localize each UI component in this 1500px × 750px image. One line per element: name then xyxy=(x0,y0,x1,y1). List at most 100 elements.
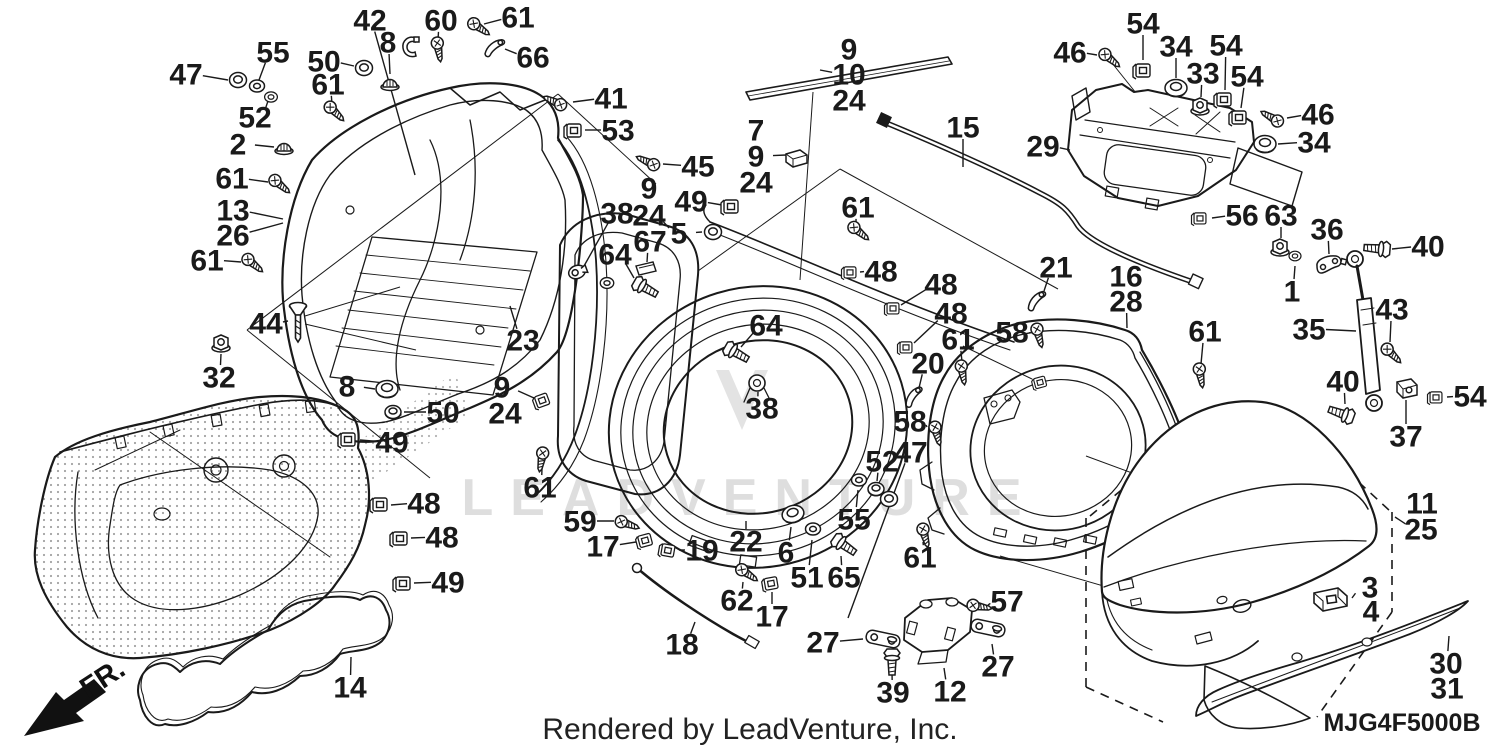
callout-13[interactable]: 13 xyxy=(216,195,249,228)
callout-49[interactable]: 49 xyxy=(375,427,408,460)
callout-26[interactable]: 26 xyxy=(216,220,249,253)
callout-53[interactable]: 53 xyxy=(601,115,634,148)
callout-64[interactable]: 64 xyxy=(749,310,783,343)
callout-43[interactable]: 43 xyxy=(1375,294,1408,327)
callout-34[interactable]: 34 xyxy=(1297,127,1331,160)
callout-55[interactable]: 55 xyxy=(837,504,870,537)
callout-18[interactable]: 18 xyxy=(665,629,698,662)
callout-17[interactable]: 17 xyxy=(755,601,788,634)
callout-5[interactable]: 5 xyxy=(671,218,688,251)
callout-57[interactable]: 57 xyxy=(990,586,1023,619)
callout-24[interactable]: 24 xyxy=(632,200,666,233)
callout-45[interactable]: 45 xyxy=(681,151,714,184)
callout-64[interactable]: 64 xyxy=(598,239,632,272)
callout-58[interactable]: 58 xyxy=(893,406,926,439)
callout-41[interactable]: 41 xyxy=(594,83,627,116)
callout-54[interactable]: 54 xyxy=(1230,61,1264,94)
callout-56[interactable]: 56 xyxy=(1225,200,1258,233)
callout-11[interactable]: 11 xyxy=(1406,488,1438,521)
callout-49[interactable]: 49 xyxy=(431,567,464,600)
callout-38[interactable]: 38 xyxy=(600,198,633,231)
callout-46[interactable]: 46 xyxy=(1301,99,1334,132)
callout-54[interactable]: 54 xyxy=(1209,30,1243,63)
callout-61[interactable]: 61 xyxy=(523,472,556,505)
callout-52[interactable]: 52 xyxy=(865,446,898,479)
callout-51[interactable]: 51 xyxy=(790,562,823,595)
callout-58[interactable]: 58 xyxy=(995,317,1028,350)
callout-39[interactable]: 39 xyxy=(876,677,909,710)
callout-37[interactable]: 37 xyxy=(1389,421,1422,454)
callout-8[interactable]: 8 xyxy=(339,371,356,404)
callout-38[interactable]: 38 xyxy=(745,393,778,426)
callout-25[interactable]: 25 xyxy=(1404,514,1437,547)
callout-15[interactable]: 15 xyxy=(946,112,979,145)
callout-8[interactable]: 8 xyxy=(380,27,397,60)
callout-48[interactable]: 48 xyxy=(924,269,957,302)
callout-30[interactable]: 30 xyxy=(1429,648,1462,681)
callout-61[interactable]: 61 xyxy=(311,69,344,102)
callout-22[interactable]: 22 xyxy=(729,526,762,559)
callout-24[interactable]: 24 xyxy=(832,85,866,118)
callout-28[interactable]: 28 xyxy=(1109,286,1142,319)
callout-9[interactable]: 9 xyxy=(641,173,658,206)
callout-47[interactable]: 47 xyxy=(169,59,202,92)
callout-61[interactable]: 61 xyxy=(903,542,936,575)
callout-3[interactable]: 3 xyxy=(1362,572,1379,605)
callout-14[interactable]: 14 xyxy=(333,672,367,705)
callout-61[interactable]: 61 xyxy=(501,2,534,35)
callout-49[interactable]: 49 xyxy=(674,186,707,219)
callout-33[interactable]: 33 xyxy=(1186,58,1219,91)
callout-20[interactable]: 20 xyxy=(911,348,944,381)
callout-24[interactable]: 24 xyxy=(739,167,773,200)
callout-60[interactable]: 60 xyxy=(424,5,457,38)
callout-50[interactable]: 50 xyxy=(426,397,459,430)
callout-1[interactable]: 1 xyxy=(1284,276,1301,309)
callout-27[interactable]: 27 xyxy=(981,651,1014,684)
callout-59[interactable]: 59 xyxy=(563,506,596,539)
callout-7[interactable]: 7 xyxy=(748,115,765,148)
callout-34[interactable]: 34 xyxy=(1159,31,1193,64)
callout-31[interactable]: 31 xyxy=(1430,673,1463,706)
callout-48[interactable]: 48 xyxy=(407,488,440,521)
callout-63[interactable]: 63 xyxy=(1264,200,1297,233)
callout-12[interactable]: 12 xyxy=(933,676,966,709)
callout-52[interactable]: 52 xyxy=(238,102,271,135)
callout-54[interactable]: 54 xyxy=(1126,8,1160,41)
callout-65[interactable]: 65 xyxy=(827,562,860,595)
callout-32[interactable]: 32 xyxy=(202,362,235,395)
callout-61[interactable]: 61 xyxy=(941,324,974,357)
callout-40[interactable]: 40 xyxy=(1326,366,1359,399)
callout-10[interactable]: 10 xyxy=(832,59,865,92)
callout-4[interactable]: 4 xyxy=(1363,596,1380,629)
callout-2[interactable]: 2 xyxy=(230,129,247,162)
callout-24[interactable]: 24 xyxy=(488,398,522,431)
callout-6[interactable]: 6 xyxy=(778,537,795,570)
callout-61[interactable]: 61 xyxy=(1188,316,1221,349)
callout-42[interactable]: 42 xyxy=(353,5,386,38)
callout-46[interactable]: 46 xyxy=(1053,37,1086,70)
callout-66[interactable]: 66 xyxy=(516,42,549,75)
callout-9[interactable]: 9 xyxy=(748,141,765,174)
callout-17[interactable]: 17 xyxy=(586,531,619,564)
callout-61[interactable]: 61 xyxy=(190,245,223,278)
callout-48[interactable]: 48 xyxy=(425,522,458,555)
callout-55[interactable]: 55 xyxy=(256,37,289,70)
callout-21[interactable]: 21 xyxy=(1039,252,1072,285)
callout-44[interactable]: 44 xyxy=(249,308,283,341)
callout-61[interactable]: 61 xyxy=(215,163,248,196)
callout-62[interactable]: 62 xyxy=(720,585,753,618)
callout-40[interactable]: 40 xyxy=(1411,231,1444,264)
callout-19[interactable]: 19 xyxy=(685,535,718,568)
callout-48[interactable]: 48 xyxy=(864,256,897,289)
callout-9[interactable]: 9 xyxy=(494,372,511,405)
callout-50[interactable]: 50 xyxy=(307,46,340,79)
callout-29[interactable]: 29 xyxy=(1026,131,1059,164)
callout-23[interactable]: 23 xyxy=(506,325,539,358)
callout-27[interactable]: 27 xyxy=(806,627,839,660)
callout-9[interactable]: 9 xyxy=(841,34,858,67)
callout-54[interactable]: 54 xyxy=(1453,381,1487,414)
callout-35[interactable]: 35 xyxy=(1292,314,1325,347)
callout-48[interactable]: 48 xyxy=(934,298,967,331)
callout-16[interactable]: 16 xyxy=(1109,261,1142,294)
callout-36[interactable]: 36 xyxy=(1310,214,1343,247)
